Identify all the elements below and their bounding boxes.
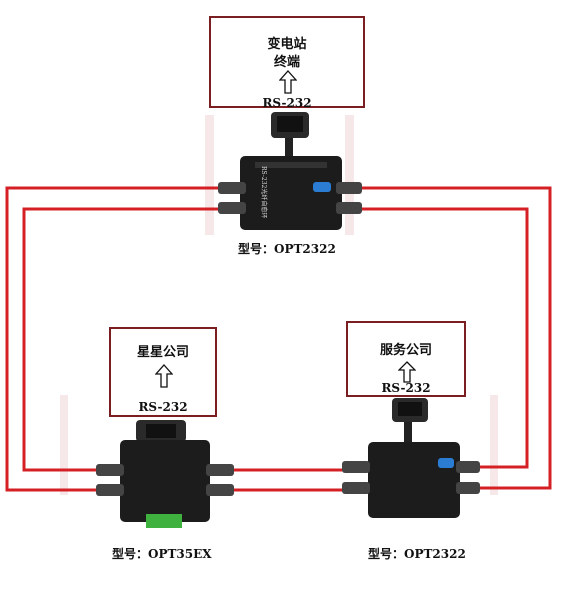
left-port-label: RS-232 [138,400,188,414]
left-converter-device [96,420,234,528]
top-station-line1: 变电站 [267,37,307,52]
right-station-name: 服务公司 [379,343,432,358]
fiber-cable-inner-left [22,207,222,472]
right-station-box: 服务公司 RS-232 [346,321,466,397]
fiber-cable-inner-right [360,207,529,469]
up-arrow-icon [155,364,173,388]
bg-stripe [205,115,214,235]
left-model-label: 型号：OPT35EX [112,547,212,561]
top-device-label: RS-232光纤自愈环 [260,166,267,219]
up-arrow-icon [279,70,297,94]
fiber-cable-outer-right [360,186,552,490]
fiber-cable-outer-left [5,186,222,492]
right-converter-device [342,398,480,518]
bg-stripe [345,115,354,235]
up-arrow-icon [398,361,416,383]
right-model-label: 型号：OPT2322 [368,547,466,561]
right-port-label: RS-232 [381,381,431,395]
top-converter-device [218,112,362,230]
top-port-label: RS-232 [262,96,312,110]
top-station-line2: 终端 [273,55,300,70]
left-station-name: 星星公司 [136,345,189,360]
top-station-box: 变电站 终端 RS-232 [209,16,365,110]
bg-stripe [60,395,68,495]
bg-stripe [490,395,498,495]
top-model-label: 型号：OPT2322 [238,242,336,256]
left-station-box: 星星公司 RS-232 [109,327,217,417]
